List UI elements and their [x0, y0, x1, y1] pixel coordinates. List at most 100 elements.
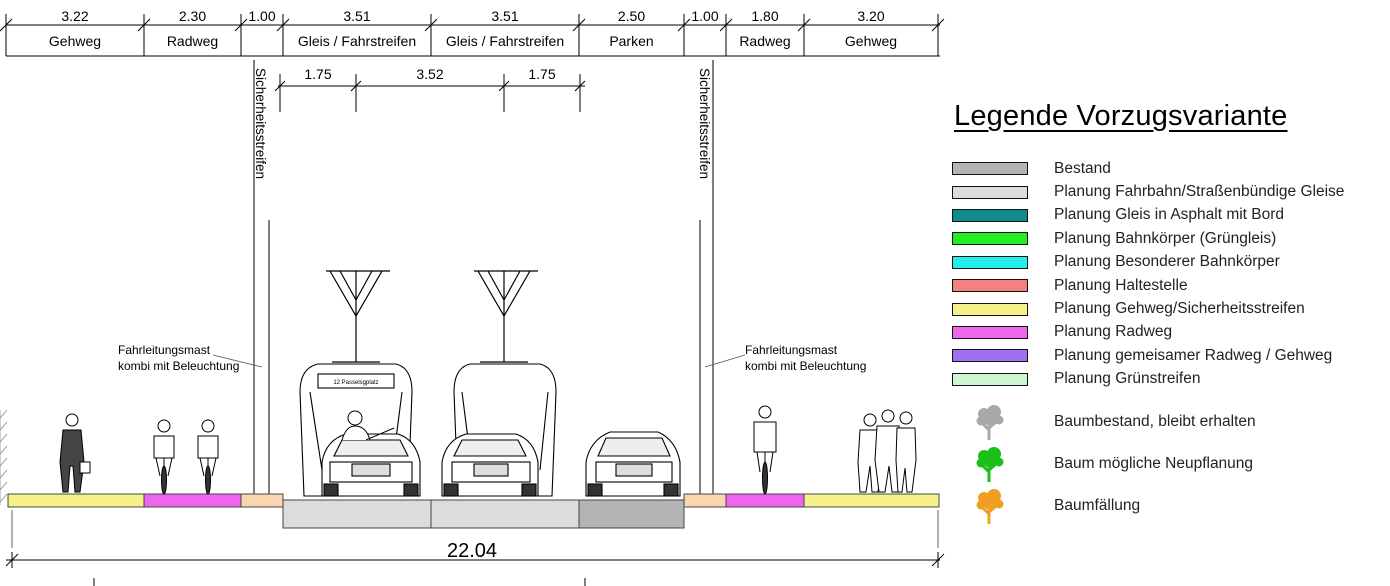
mast-label-left-line2: kombi mit Beleuchtung — [118, 359, 239, 373]
top-dimension-slash — [234, 18, 248, 32]
legend-item: Planung Radweg — [952, 321, 1390, 344]
tree-legend-label: Baumfällung — [1054, 496, 1141, 514]
tree-legend-item: Baumbestand, bleibt erhalten — [952, 401, 1390, 443]
top-dimension-value: 3.51 — [343, 8, 370, 24]
top-dimension-value: 1.00 — [248, 8, 275, 24]
tree-legend-label: Baumbestand, bleibt erhalten — [1054, 412, 1256, 430]
driver-figure — [341, 410, 395, 441]
track-dimension-value: 1.75 — [528, 66, 555, 82]
car-middle — [441, 433, 539, 497]
tree-legend-item: Baum mögliche Neupflanung — [952, 443, 1390, 485]
legend-item-label: Planung Gehweg/Sicherheitsstreifen — [1054, 300, 1305, 318]
legend-item: Planung Besonderer Bahnkörper — [952, 251, 1390, 274]
catenary-left — [326, 270, 390, 363]
legend-item-label: Bestand — [1054, 159, 1111, 177]
mast-leader-right — [704, 354, 746, 368]
legend-item-label: Planung Bahnkörper (Grüngleis) — [1054, 229, 1277, 247]
top-dimension-label: Radweg — [167, 33, 218, 49]
track-dimension-value: 1.75 — [304, 66, 331, 82]
top-dimension-slash — [572, 18, 586, 32]
legend-swatch — [952, 208, 1028, 222]
legend-item: Planung Gleis in Asphalt mit Bord — [952, 204, 1390, 227]
mast-leader-left — [212, 354, 263, 368]
legend-item: Planung Haltestelle — [952, 274, 1390, 297]
tree-legend-item: Baumfällung — [952, 485, 1390, 527]
top-dimension-slash — [424, 18, 438, 32]
legend-title: Legende Vorzugsvariante — [954, 100, 1288, 132]
legend-swatch — [952, 302, 1028, 316]
legend-item-label: Planung Radweg — [1054, 323, 1173, 341]
legend-item: Planung gemeisamer Radweg / Gehweg — [952, 344, 1390, 367]
top-dimension-value: 2.50 — [618, 8, 645, 24]
legend-item: Planung Grünstreifen — [952, 368, 1390, 391]
legend-swatch — [952, 372, 1028, 386]
top-dimension-value: 3.51 — [491, 8, 518, 24]
tree-new-icon — [952, 444, 1028, 484]
track-dimension-slash — [274, 80, 286, 92]
vertical-label-left: Sicherheitsstreifen — [253, 68, 268, 179]
cyclist-right — [753, 405, 777, 495]
cyclist-left-1 — [153, 419, 175, 495]
legend-item: Planung Bahnkörper (Grüngleis) — [952, 227, 1390, 250]
car-parked — [585, 431, 681, 497]
surface-lane-1 — [282, 499, 432, 529]
catenary-right — [474, 270, 538, 363]
pedestrian-group-right — [857, 409, 917, 493]
top-dimension-label: Radweg — [739, 33, 790, 49]
car-left — [321, 433, 421, 497]
surface-gehweg-left — [7, 493, 145, 508]
legend-swatch — [952, 162, 1028, 176]
top-dimension-value: 1.80 — [751, 8, 778, 24]
track-dimension-texts: 1.75 3.52 1.75 — [304, 66, 555, 82]
top-dimension-slash — [931, 18, 945, 32]
cyclist-left-2 — [197, 419, 219, 495]
top-dimension-slash — [677, 18, 691, 32]
track-dimension-ticks — [274, 74, 586, 112]
legend-item: Bestand — [952, 157, 1390, 180]
track-dimension-slash — [574, 80, 586, 92]
surface-safety-right — [683, 493, 727, 508]
legend-item: Planung Fahrbahn/Straßenbündige Gleise — [952, 180, 1390, 203]
legend-item-label: Planung Besonderer Bahnkörper — [1054, 253, 1280, 271]
tree-legend-label: Baum mögliche Neupflanung — [1054, 454, 1254, 472]
mast-label-right-line1: Fahrleitungsmast — [745, 343, 838, 357]
surface-parking — [578, 499, 685, 529]
legend-swatch — [952, 325, 1028, 339]
surface-gehweg-right — [803, 493, 940, 508]
tree-felled-icon — [952, 486, 1028, 526]
top-dimension-chain — [6, 24, 940, 57]
legend-item-label: Planung Haltestelle — [1054, 276, 1188, 294]
top-dimension-slash — [276, 18, 290, 32]
surface-lane-2 — [430, 499, 580, 529]
top-dimension-slash — [0, 18, 13, 32]
top-dimension-label: Gehweg — [49, 33, 101, 49]
top-dimension-value: 3.20 — [857, 8, 884, 24]
surface-radweg-left — [143, 493, 242, 508]
legend-item-label: Planung gemeisamer Radweg / Gehweg — [1054, 346, 1333, 364]
top-dimension-slash — [137, 18, 151, 32]
tree-existing-icon — [952, 402, 1028, 442]
legend-item-label: Planung Gleis in Asphalt mit Bord — [1054, 206, 1285, 224]
legend-swatch — [952, 279, 1028, 293]
top-dimension-label: Parken — [609, 33, 653, 49]
track-dimension-slash — [498, 80, 510, 92]
total-width-value: 22.04 — [447, 540, 497, 562]
top-dimension-value: 3.22 — [61, 8, 88, 24]
legend-swatch — [952, 232, 1028, 246]
top-dimension-label: Gehweg — [845, 33, 897, 49]
surface-safety-left — [240, 493, 284, 508]
top-dimension-slash — [719, 18, 733, 32]
top-dimension-slash — [797, 18, 811, 32]
top-dimension-ticks — [0, 14, 945, 56]
surface-radweg-right — [725, 493, 805, 508]
top-dimension-value: 2.30 — [179, 8, 206, 24]
boundary-hatch-left — [0, 409, 8, 505]
legend-swatch — [952, 185, 1028, 199]
track-dimension-value: 3.52 — [416, 66, 443, 82]
track-dimension-slash — [350, 80, 362, 92]
top-dimension-label: Gleis / Fahrstreifen — [298, 33, 416, 49]
